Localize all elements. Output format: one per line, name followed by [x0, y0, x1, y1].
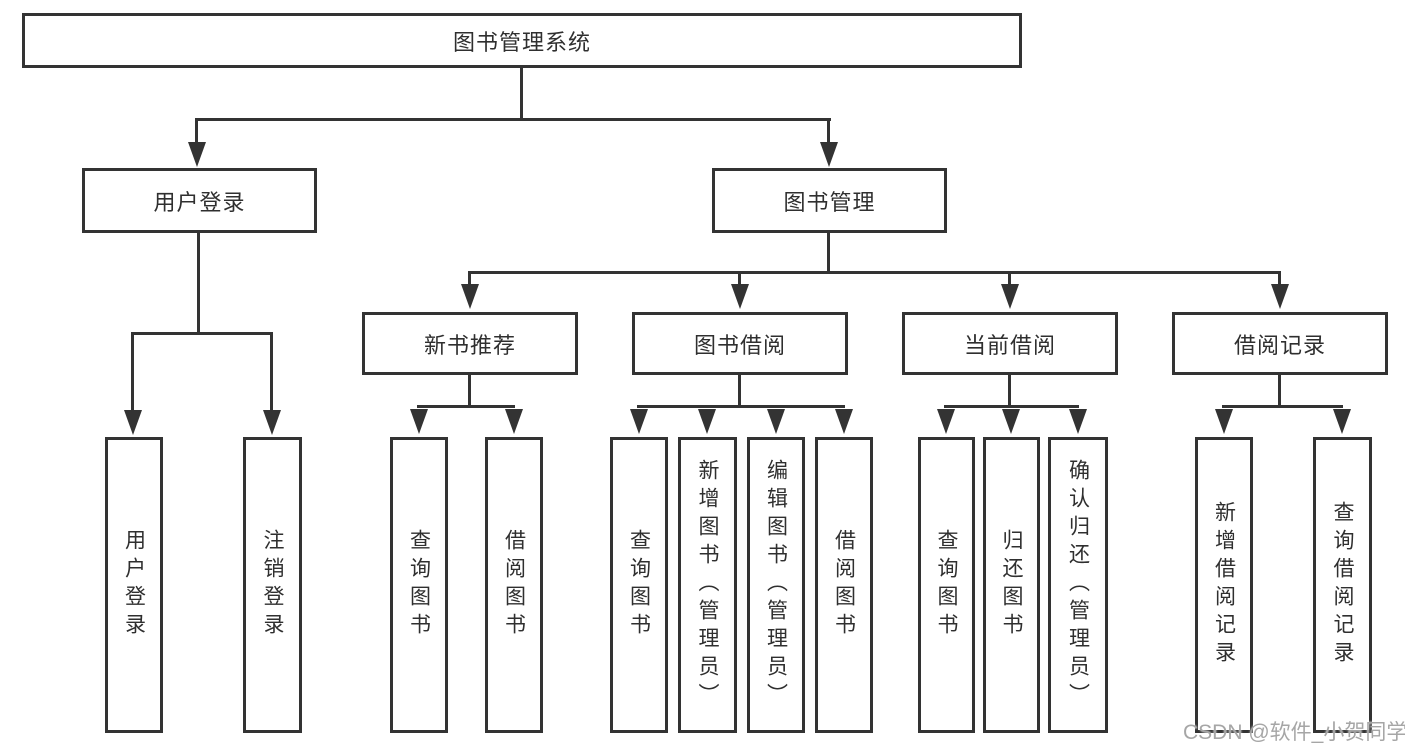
node-label: 图书管理 — [783, 189, 876, 215]
arrowhead-to-book-borrow — [731, 284, 749, 309]
leaf-query-books: 查询图书 — [390, 437, 448, 733]
arrowhead — [835, 409, 853, 434]
leaf-label: 新增借阅记录 — [1212, 501, 1236, 669]
connector-level3-bus — [468, 271, 1281, 274]
connector-line — [1008, 375, 1011, 407]
connector-bus — [1222, 405, 1343, 408]
leaf-edit-books-admin: 编辑图书（管理员） — [747, 437, 805, 733]
leaf-query-books: 查询图书 — [918, 437, 975, 733]
connector-line — [738, 375, 741, 407]
leaf-label: 用户登录 — [122, 529, 146, 641]
leaf-borrow-books: 借阅图书 — [485, 437, 543, 733]
connector-line — [827, 120, 830, 146]
arrowhead — [767, 409, 785, 434]
connector-line — [1008, 272, 1011, 288]
leaf-label: 借阅图书 — [502, 529, 526, 641]
connector-line — [468, 272, 471, 288]
connector-user-login-bus — [131, 332, 273, 335]
connector-line — [1278, 375, 1281, 407]
connector-line — [827, 233, 830, 274]
arrowhead — [505, 409, 523, 434]
connector-line — [738, 272, 741, 288]
leaf-query-books: 查询图书 — [610, 437, 668, 733]
arrowhead — [1069, 409, 1087, 434]
node-root-system: 图书管理系统 — [22, 13, 1022, 68]
connector-root-trunk — [520, 68, 523, 120]
connector-bus — [944, 405, 1079, 408]
leaf-label: 查询图书 — [627, 529, 651, 641]
node-label: 图书借阅 — [693, 332, 786, 358]
connector-level2-bus — [195, 118, 831, 121]
leaf-return-books: 归还图书 — [983, 437, 1040, 733]
node-label: 当前借阅 — [963, 332, 1056, 358]
connector-line — [197, 233, 200, 334]
node-new-book-recommend: 新书推荐 — [362, 312, 578, 375]
leaf-add-borrow-record: 新增借阅记录 — [1195, 437, 1253, 733]
node-book-borrow: 图书借阅 — [632, 312, 848, 375]
leaf-label: 归还图书 — [1000, 529, 1023, 641]
node-label: 图书管理系统 — [452, 29, 591, 55]
leaf-label: 新增图书（管理员） — [696, 459, 719, 711]
leaf-label: 注销登录 — [261, 529, 284, 641]
leaf-label: 查询图书 — [935, 529, 958, 641]
leaf-label: 查询图书 — [407, 529, 431, 641]
connector-line — [1278, 272, 1281, 288]
connector-line — [270, 333, 273, 413]
arrowhead-to-user-login — [188, 142, 206, 167]
connector-bus — [417, 405, 515, 408]
arrowhead — [1002, 409, 1020, 434]
leaf-user-login: 用户登录 — [105, 437, 163, 733]
leaf-label: 借阅图书 — [832, 529, 856, 641]
connector-line — [195, 120, 198, 146]
arrowhead — [1215, 409, 1233, 434]
node-label: 新书推荐 — [423, 332, 516, 358]
arrowhead — [263, 410, 281, 435]
node-user-login: 用户登录 — [82, 168, 317, 233]
arrowhead — [937, 409, 955, 434]
leaf-label: 编辑图书（管理员） — [764, 459, 788, 711]
leaf-label: 确认归还（管理员） — [1066, 459, 1090, 711]
leaf-borrow-books: 借阅图书 — [815, 437, 873, 733]
leaf-logout: 注销登录 — [243, 437, 302, 733]
arrowhead — [1333, 409, 1351, 434]
connector-line — [468, 375, 471, 407]
arrowhead-to-new-book — [461, 284, 479, 309]
node-label: 用户登录 — [153, 189, 246, 215]
arrowhead — [410, 409, 428, 434]
arrowhead — [698, 409, 716, 434]
leaf-confirm-return-admin: 确认归还（管理员） — [1048, 437, 1108, 733]
leaf-add-books-admin: 新增图书（管理员） — [678, 437, 737, 733]
arrowhead — [630, 409, 648, 434]
arrowhead-to-borrow-records — [1271, 284, 1289, 309]
connector-bus — [637, 405, 845, 408]
node-borrow-records: 借阅记录 — [1172, 312, 1388, 375]
leaf-query-borrow-record: 查询借阅记录 — [1313, 437, 1372, 733]
node-current-borrow: 当前借阅 — [902, 312, 1118, 375]
csdn-watermark: CSDN @软件_小贺同学 — [1183, 721, 1405, 744]
arrowhead — [124, 410, 142, 435]
node-book-management: 图书管理 — [712, 168, 947, 233]
arrowhead-to-book-management — [820, 142, 838, 167]
node-label: 借阅记录 — [1233, 332, 1326, 358]
connector-line — [131, 333, 134, 413]
leaf-label: 查询借阅记录 — [1331, 501, 1354, 669]
arrowhead-to-current-borrow — [1001, 284, 1019, 309]
